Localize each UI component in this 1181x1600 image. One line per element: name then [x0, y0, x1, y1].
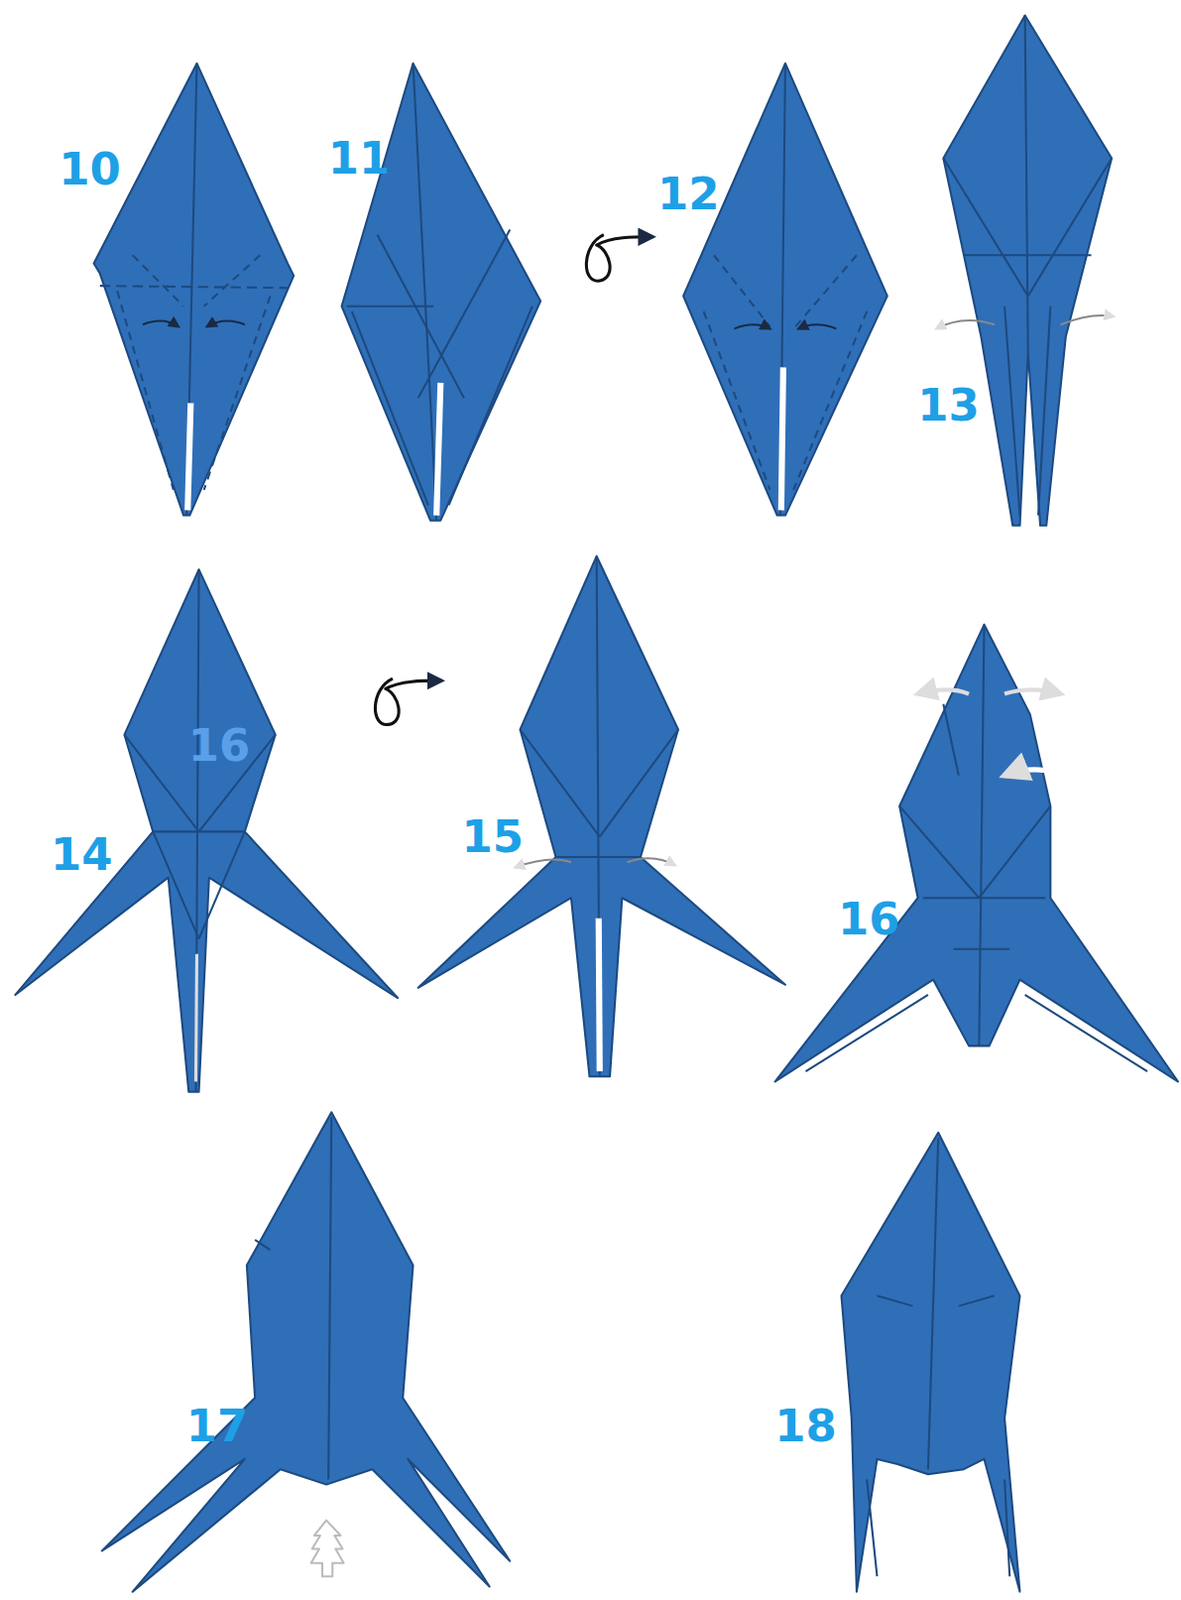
push-arrow [311, 1520, 345, 1577]
step-number: 12 [657, 171, 720, 217]
fold-step-10 [94, 63, 295, 516]
fold-step-16 [775, 624, 1179, 1082]
step-number: 13 [917, 382, 980, 428]
step-number: 15 [461, 814, 524, 859]
fold-step-11 [342, 63, 542, 521]
step-number: 10 [58, 145, 121, 191]
fold-step-15 [418, 556, 786, 1077]
step-number: 16 [188, 721, 251, 767]
fold-step-13 [936, 15, 1114, 526]
fold-step-17 [102, 1111, 510, 1591]
fold-step-18 [841, 1132, 1021, 1592]
step-number: 16 [837, 895, 901, 941]
step-number: 18 [774, 1402, 837, 1447]
fold-step-12 [683, 63, 888, 516]
step-number: 14 [50, 830, 114, 876]
fold-step-14 [14, 569, 398, 1092]
step-number: 11 [328, 135, 391, 181]
turn-over-symbol [586, 235, 653, 281]
turn-over-symbol [374, 678, 442, 724]
step-number: 17 [186, 1402, 249, 1447]
